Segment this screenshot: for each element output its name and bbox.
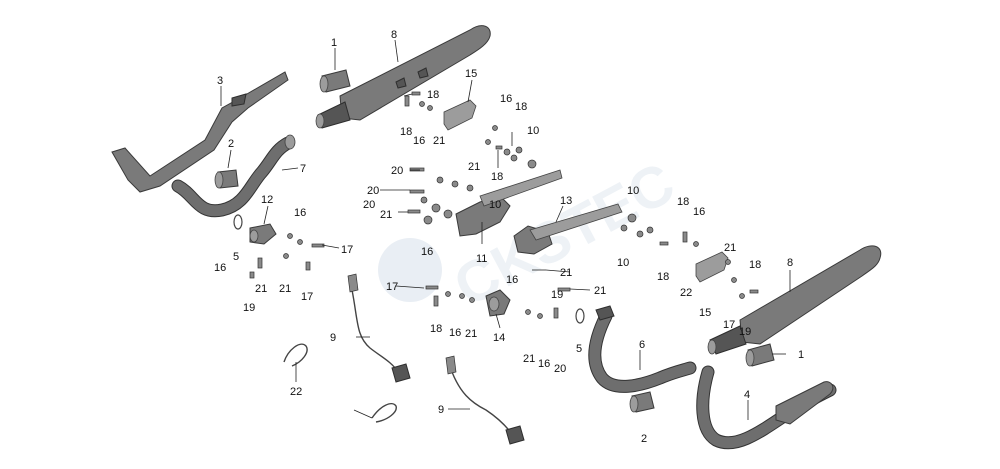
oxygen-sensor-part-9-right [445,355,525,445]
bracket-part-11 [455,169,563,237]
clamp-part-22-left [283,343,308,367]
callout-7: 7 [300,163,306,175]
callout-17: 17 [301,291,313,303]
callout-18: 18 [491,171,503,183]
callout-16: 16 [413,135,425,147]
header-shield-part-4 [696,365,837,450]
callout-8: 8 [391,29,397,41]
watermark-text: CKSTEC [444,150,685,319]
callout-12: 12 [261,194,273,206]
callout-17: 18 [430,323,442,335]
callout-10: 10 [489,199,501,211]
callout-19: 19 [551,289,563,301]
sleeve-part-1-right [745,343,775,367]
sleeve-part-2-left [214,169,239,189]
oxygen-sensor-part-9-left [347,273,411,383]
heat-shield-part-3 [111,71,289,193]
callout-3: 3 [217,75,223,87]
callout-21: 22 [680,287,692,299]
callout-2: 2 [228,138,234,150]
callout-16: 16 [500,93,512,105]
bracket-part-13 [513,203,623,255]
callout-18: 18 [677,196,689,208]
callout-15: 15 [465,68,477,80]
callout-21: 21 [560,267,572,279]
callout-1: 1 [798,349,804,361]
callout-21: 21 [468,161,480,173]
callout-8: 8 [787,257,793,269]
header-pipe-part-6 [588,305,697,393]
bracket-part-15-top [443,99,477,131]
callout-16: 16 [506,274,518,286]
callout-21: 21 [523,353,535,365]
bracket-part-15-right [695,251,729,283]
callout-21: 21 [279,283,291,295]
callout-14: 14 [493,332,505,344]
callout-2: 2 [641,433,647,445]
callout-9: 9 [438,404,444,416]
callout-16: 17 [723,319,735,331]
callout-16: 16 [693,206,705,218]
callout-16: 16 [421,246,433,258]
callout-17: 17 [386,281,398,293]
callout-18: 18 [749,259,761,271]
callout-18: 18 [400,126,412,138]
callout-18: 18 [657,271,669,283]
hardware-small-parts [249,91,759,319]
header-pipe-part-7 [171,134,296,218]
callout-5: 5 [576,343,582,355]
flange-part-12 [249,223,277,245]
callout-21: 21 [465,328,477,340]
callout-17: 17 [341,244,353,256]
callout-9: 9 [330,332,336,344]
callout-20: 20 [391,165,403,177]
callout-19: 19 [243,302,255,314]
callout-10: 10 [617,257,629,269]
callout-4: 4 [744,389,750,401]
callout-6: 6 [639,339,645,351]
callout-10: 10 [527,125,539,137]
callout-20: 20 [363,199,375,211]
callout-20: 21 [594,285,606,297]
muffler-part-8-top [315,25,491,129]
callout-18: 19 [739,326,751,338]
leader-lines [220,39,791,420]
flange-part-14 [485,289,511,317]
callout-13: 13 [560,195,572,207]
gasket-ring-part-5-right [575,308,585,324]
callout-21: 21 [380,209,392,221]
callout-18: 18 [515,101,527,113]
callout-21: 21 [255,283,267,295]
clamp-part-22-right [371,402,397,423]
callout-16: 16 [538,358,550,370]
gasket-ring-part-5-left [233,214,243,230]
callout-21: 21 [724,242,736,254]
callout-19: 20 [554,363,566,375]
callout-15: 15 [699,307,711,319]
sleeve-part-2-bottom [629,391,655,413]
callout-5: 5 [233,251,239,263]
callout-labels: 1 1 2 2 3 4 5 5 6 7 8 8 9 9 10 10 10 10 … [214,29,804,445]
callout-16: 16 [214,262,226,274]
sleeve-part-1-top [319,69,351,93]
callout-22: 22 [290,386,302,398]
callout-16: 16 [294,207,306,219]
callout-10: 10 [627,185,639,197]
callout-18: 18 [427,89,439,101]
callout-21: 21 [433,135,445,147]
callout-1: 1 [331,37,337,49]
callout-11: 11 [476,253,487,265]
callout-20: 20 [367,185,379,197]
callout-16: 16 [449,327,461,339]
muffler-part-8-right [707,245,882,355]
